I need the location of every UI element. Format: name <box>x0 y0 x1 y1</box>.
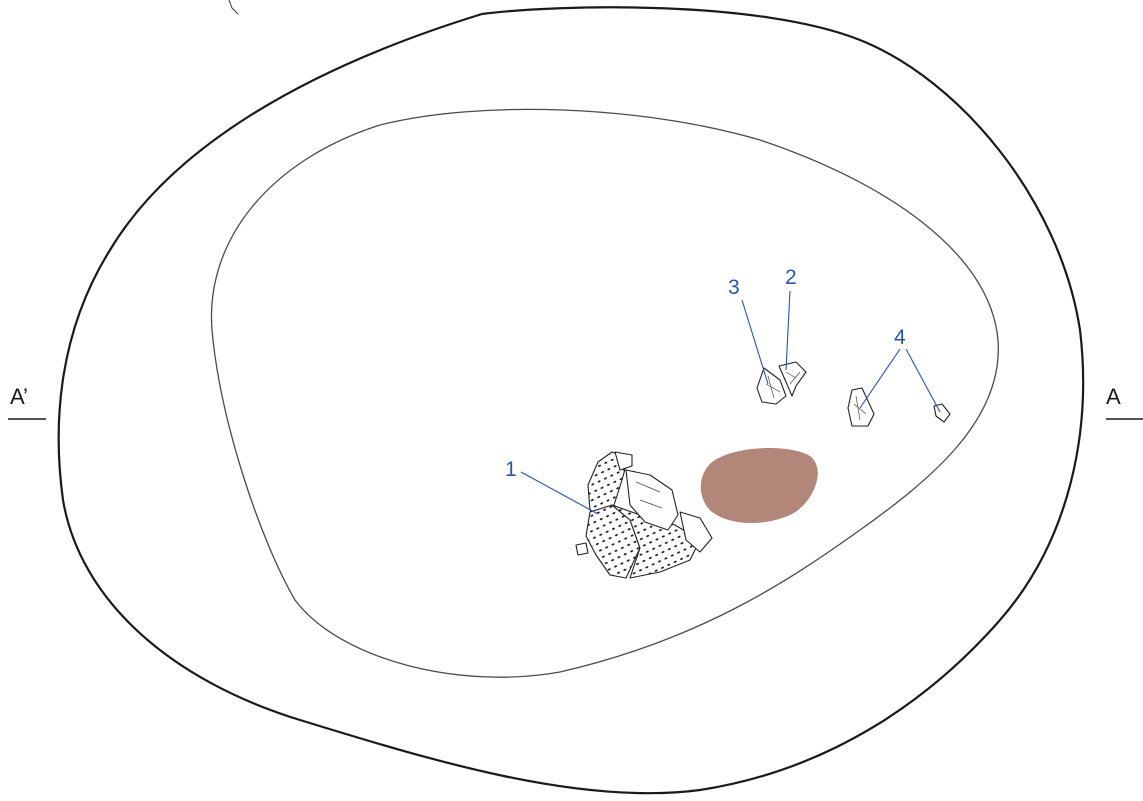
find-1-pottery-sherds <box>575 451 713 579</box>
find-2-stone-flake <box>778 361 807 397</box>
find-number-4: 4 <box>894 326 906 349</box>
leader-4b <box>905 348 941 413</box>
section-label-right: A <box>1106 384 1121 409</box>
section-label-left: A’ <box>10 384 28 409</box>
find-number-2: 2 <box>785 266 797 289</box>
soil-patch <box>700 447 818 524</box>
find-number-3: 3 <box>728 276 740 299</box>
leader-3 <box>741 299 769 385</box>
leader-4a <box>859 348 901 409</box>
find-3-stone-flake <box>756 367 787 405</box>
find-number-1: 1 <box>505 458 517 481</box>
pit-inner-outline <box>210 108 999 678</box>
leader-2 <box>785 290 791 371</box>
pit-outer-outline <box>57 6 1085 795</box>
find-4-stone-flakes <box>847 387 951 427</box>
stray-line <box>228 0 239 15</box>
leader-1 <box>520 471 599 515</box>
